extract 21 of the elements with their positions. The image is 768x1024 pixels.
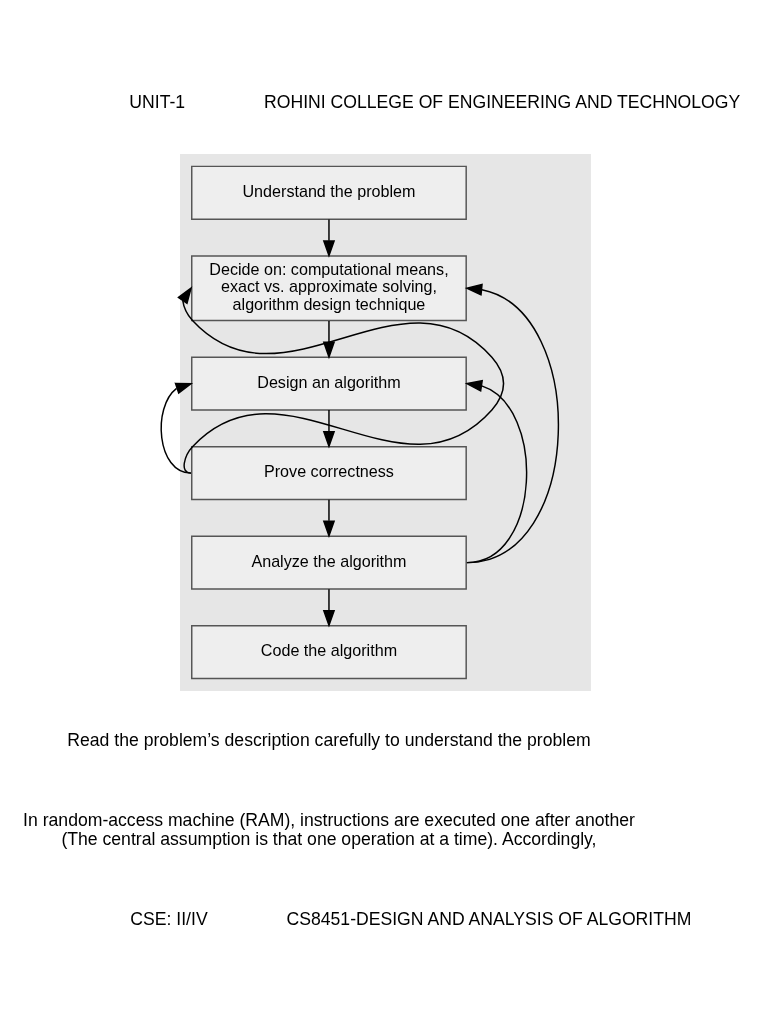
label: Read the problem’s description carefully to understand the problem xyxy=(67,730,591,751)
arrow xyxy=(464,379,528,564)
arrow xyxy=(464,283,559,564)
label: CS8451-DESIGN AND ANALYSIS OF ALGORITHM xyxy=(286,909,692,930)
label: UNIT-1 xyxy=(129,91,186,112)
arrow xyxy=(322,409,336,449)
label: In random-access machine (RAM), instructions are executed one after another (The central assumption is that one operation at a time). Accordingly, xyxy=(23,810,635,850)
arrow xyxy=(322,218,336,258)
node-box: Analyze the algorithm xyxy=(191,535,467,590)
node-box: Prove correctness xyxy=(191,445,467,501)
node-box: Understand the problem xyxy=(191,165,467,220)
arrow xyxy=(322,588,336,628)
label: ROHINI COLLEGE OF ENGINEERING AND TECHNOLOGY xyxy=(264,91,741,112)
node-box: Decide on: computational means, exact vs. approximate solving, algorithm design technique xyxy=(191,255,467,322)
arrow xyxy=(177,286,505,474)
label: CSE: II/IV xyxy=(130,909,208,930)
arrow xyxy=(322,498,336,539)
arrow xyxy=(322,320,336,360)
node-box: Code the algorithm xyxy=(191,625,467,680)
node-box: Design an algorithm xyxy=(191,356,467,411)
arrow xyxy=(160,382,194,474)
